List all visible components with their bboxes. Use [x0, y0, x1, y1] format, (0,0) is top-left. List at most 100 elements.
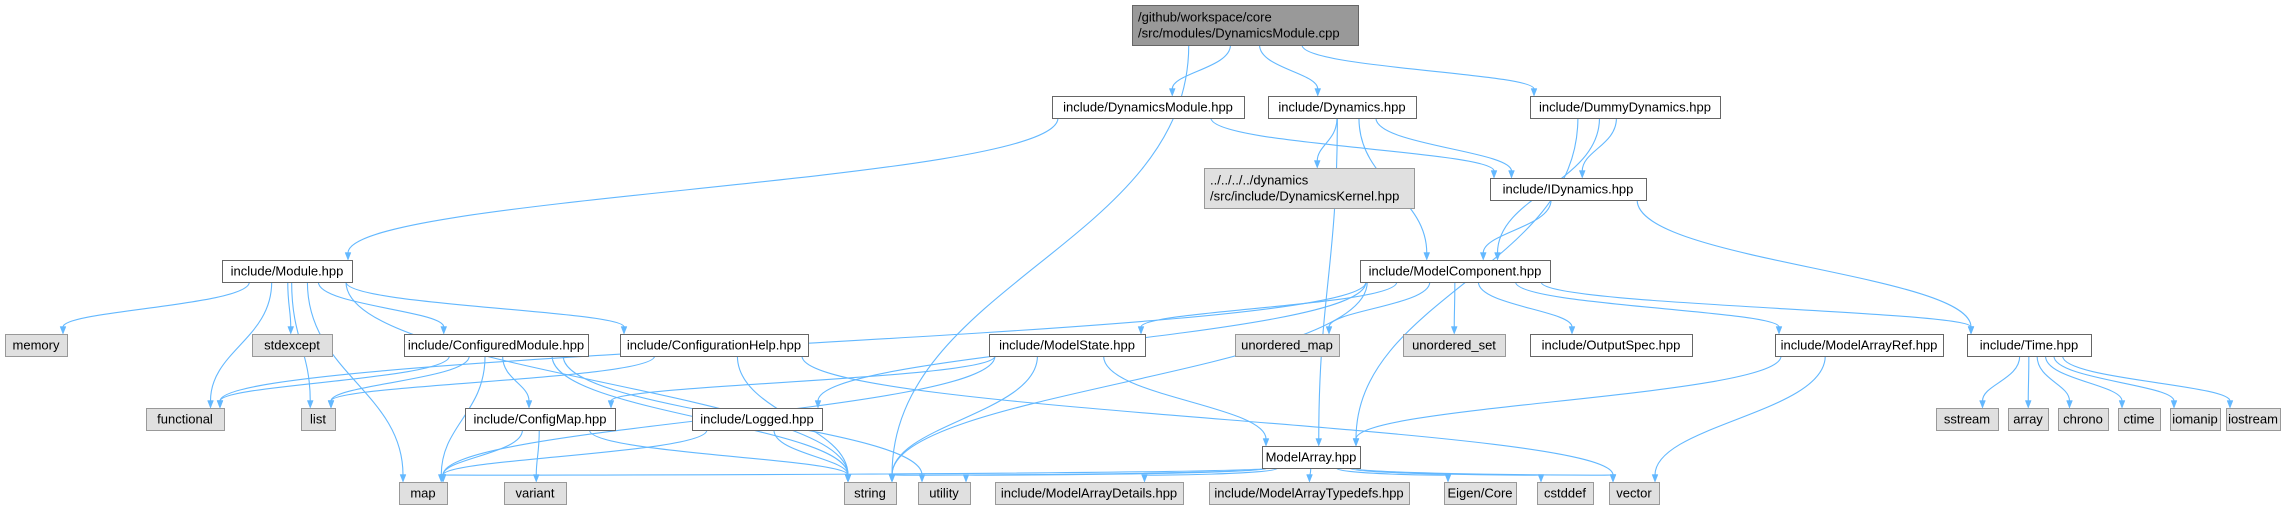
arrowhead-modelstate-to-modelarray — [1262, 438, 1270, 447]
node-stdexcept-box — [252, 334, 333, 357]
node-root[interactable]: /github/workspace/core/src/modules/Dynam… — [1132, 5, 1359, 46]
node-map: map — [399, 482, 448, 505]
node-variant-box — [504, 482, 567, 505]
node-kernel-box — [1204, 168, 1415, 209]
arrowhead-confhelp-to-list — [327, 400, 335, 409]
edge-root-to-string — [891, 44, 1190, 476]
node-idyn[interactable]: include/IDynamics.hpp — [1490, 178, 1647, 201]
edge-configmap-to-map — [442, 429, 523, 476]
node-modelcomp[interactable]: include/ModelComponent.hpp — [1360, 260, 1551, 283]
node-modelstate[interactable]: include/ModelState.hpp — [989, 334, 1146, 357]
node-dynamics[interactable]: include/Dynamics.hpp — [1268, 96, 1417, 119]
node-memory-label-0: memory — [13, 338, 60, 353]
arrowhead-modelarray-to-cstddef — [1537, 474, 1545, 483]
node-arrref[interactable]: include/ModelArrayRef.hpp — [1775, 334, 1944, 357]
arrowhead-dynamics-to-modelcomp — [1423, 252, 1431, 261]
arrowhead-modelcomp-to-outspec — [1568, 326, 1576, 335]
node-array: array — [2008, 408, 2049, 431]
edge-confhelp-to-vector — [801, 355, 1614, 476]
arrowhead-arrref-to-modelarray — [1352, 438, 1360, 447]
edge-modelstate-to-string — [891, 355, 1038, 476]
node-dummy[interactable]: include/DummyDynamics.hpp — [1530, 96, 1721, 119]
node-idyn-box — [1490, 178, 1647, 201]
arrowhead-modelcomp-to-arrref — [1775, 326, 1783, 335]
node-sstream: sstream — [1936, 408, 1999, 431]
node-cstddef-box — [1537, 482, 1594, 505]
node-variant: variant — [504, 482, 567, 505]
edge-time-to-array — [2027, 355, 2030, 402]
node-confmod[interactable]: include/ConfiguredModule.hpp — [404, 334, 589, 357]
node-iomanip-box — [2170, 408, 2221, 431]
node-iostream-label-0: iostream — [2228, 412, 2278, 427]
edge-root-to-dynmod — [1171, 44, 1231, 90]
edge-time-to-iomanip — [2053, 355, 2175, 402]
arrowhead-module-to-list — [306, 400, 314, 409]
node-string: string — [844, 482, 897, 505]
node-dynmod-box — [1052, 96, 1245, 119]
node-arrref-label-0: include/ModelArrayRef.hpp — [1781, 338, 1938, 353]
node-details: include/ModelArrayDetails.hpp — [995, 482, 1184, 505]
node-variant-label-0: variant — [515, 486, 554, 501]
node-time-box — [1967, 334, 2092, 357]
arrowhead-module-to-memory — [59, 326, 67, 335]
arrowhead-modelstate-to-configmap — [607, 400, 615, 409]
arrowhead-dynmod-to-idyn — [1490, 170, 1498, 179]
arrowhead-root-to-dummy — [1530, 88, 1538, 97]
node-umap: unordered_map — [1235, 334, 1340, 357]
node-configmap[interactable]: include/ConfigMap.hpp — [465, 408, 616, 431]
node-map-box — [399, 482, 448, 505]
nodes-layer: /github/workspace/core/src/modules/Dynam… — [5, 5, 2281, 505]
arrowhead-arrref-to-vector — [1651, 474, 1659, 483]
node-iostream: iostream — [2226, 408, 2281, 431]
edge-modelarray-to-utility — [965, 467, 1269, 476]
edge-modelarray-to-details — [1143, 467, 1279, 476]
arrowhead-logged-to-string — [844, 474, 852, 483]
node-typedefs-box — [1209, 482, 1410, 505]
node-logged-label-0: include/Logged.hpp — [700, 412, 814, 427]
node-root-box — [1132, 5, 1359, 46]
node-confhelp-label-0: include/ConfigurationHelp.hpp — [627, 338, 801, 353]
arrowhead-root-to-dynmod — [1168, 88, 1176, 97]
edge-logged-to-map — [442, 429, 708, 476]
node-ctime: ctime — [2118, 408, 2161, 431]
arrowhead-time-to-sstream — [1979, 400, 1986, 409]
node-configmap-label-0: include/ConfigMap.hpp — [474, 412, 607, 427]
edge-dynmod-to-idyn — [1210, 117, 1495, 172]
arrowhead-modelcomp-to-time — [1967, 326, 1975, 335]
node-module[interactable]: include/Module.hpp — [222, 260, 353, 283]
node-module-box — [222, 260, 353, 283]
node-details-label-0: include/ModelArrayDetails.hpp — [1001, 486, 1177, 501]
node-dummy-box — [1530, 96, 1721, 119]
edge-modelstate-to-configmap — [610, 355, 996, 402]
edge-dynamics-to-modelarray — [1318, 117, 1338, 440]
edge-modelcomp-to-outspec — [1477, 281, 1573, 328]
arrowhead-module-to-confhelp — [620, 326, 628, 335]
node-eigen-label-0: Eigen/Core — [1447, 486, 1512, 501]
node-outspec[interactable]: include/OutputSpec.hpp — [1530, 334, 1693, 357]
node-sstream-box — [1936, 408, 1999, 431]
node-vector-box — [1609, 482, 1660, 505]
edge-idyn-to-time — [1636, 199, 1972, 328]
edge-root-to-dynamics — [1259, 44, 1319, 90]
node-cstddef-label-0: cstddef — [1544, 486, 1586, 501]
node-logged[interactable]: include/Logged.hpp — [692, 408, 823, 431]
edge-confmod-to-functional — [219, 355, 450, 402]
node-modelarray[interactable]: ModelArray.hpp — [1262, 446, 1361, 469]
edge-time-to-ctime — [2044, 355, 2123, 402]
node-modelcomp-box — [1360, 260, 1551, 283]
node-confhelp[interactable]: include/ConfigurationHelp.hpp — [620, 334, 809, 357]
node-uset-label-0: unordered_set — [1412, 338, 1496, 353]
arrowhead-time-to-iostream — [2226, 400, 2234, 409]
node-dynmod[interactable]: include/DynamicsModule.hpp — [1052, 96, 1245, 119]
node-uset-box — [1403, 334, 1506, 357]
edge-dummy-to-idyn — [1581, 117, 1617, 172]
arrowhead-modelarray-to-map — [439, 474, 447, 483]
arrowhead-time-to-array — [2024, 400, 2032, 409]
node-arrref-box — [1775, 334, 1944, 357]
node-string-box — [844, 482, 897, 505]
node-utility-label-0: utility — [929, 486, 959, 501]
node-functional-label-0: functional — [157, 412, 213, 427]
node-modelstate-box — [989, 334, 1146, 357]
node-time[interactable]: include/Time.hpp — [1967, 334, 2092, 357]
node-memory-box — [5, 334, 68, 357]
